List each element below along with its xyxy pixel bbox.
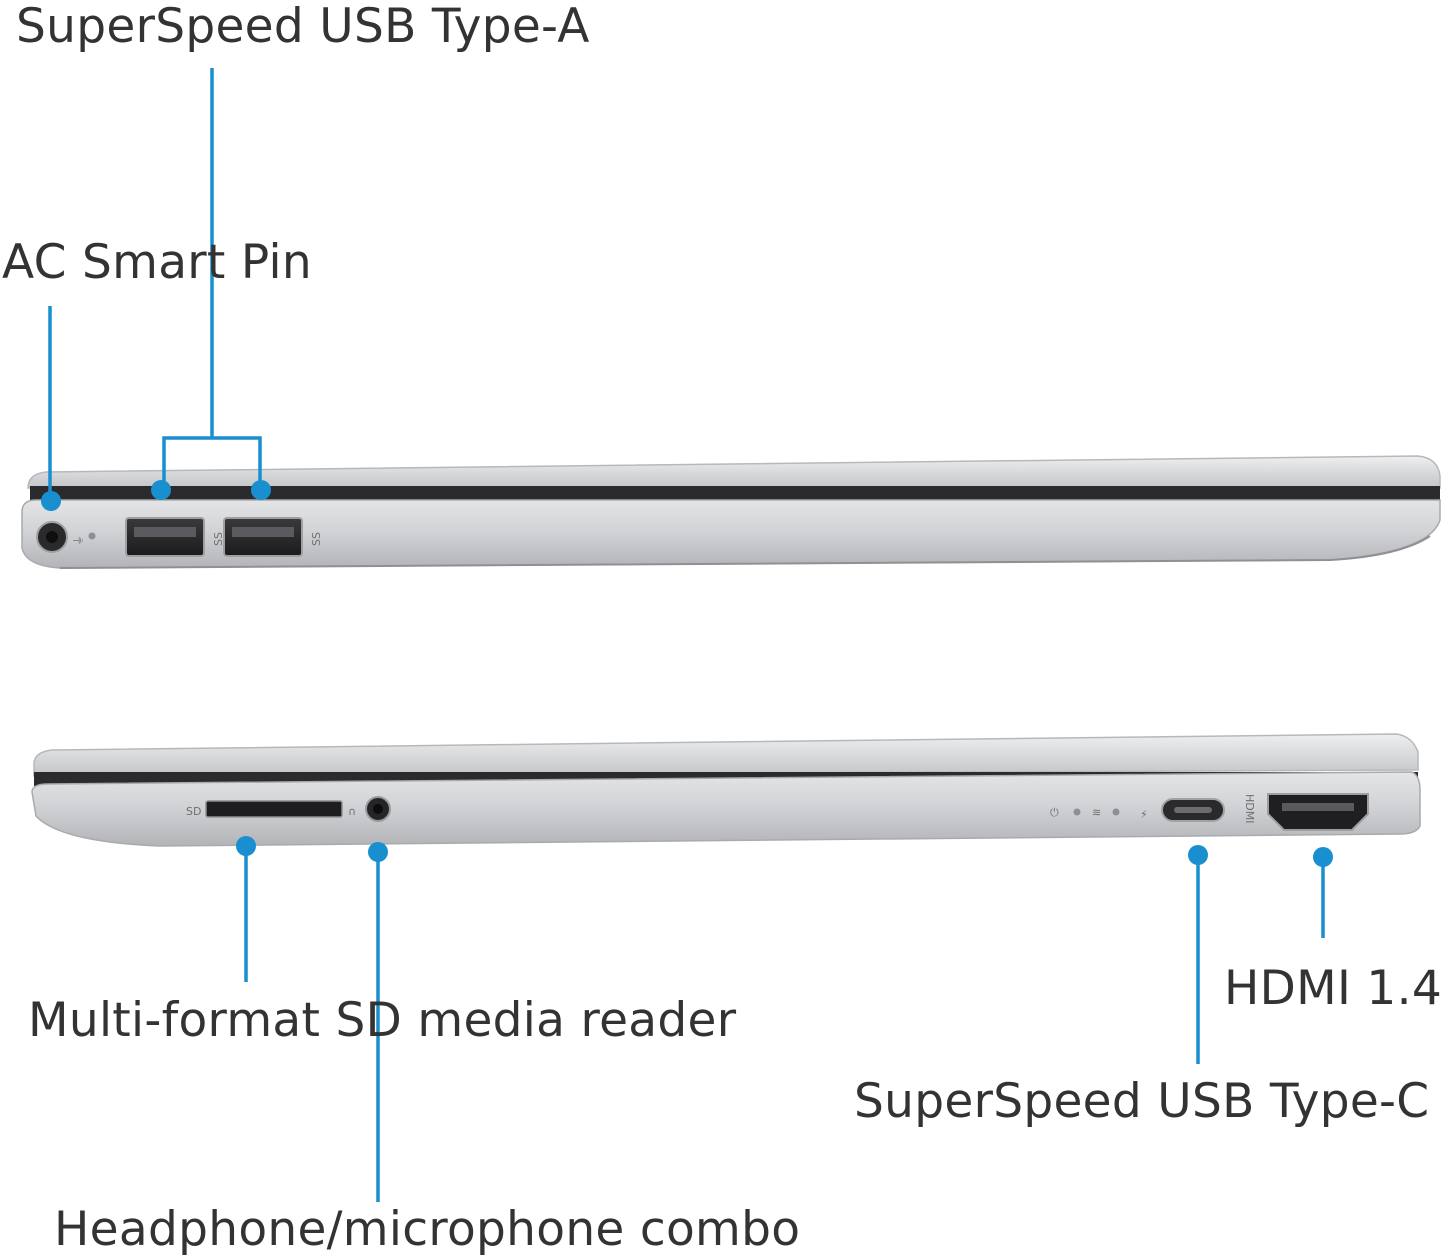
leader-headphone <box>368 842 388 1202</box>
leader-hdmi <box>1313 847 1333 938</box>
svg-text:≋: ≋ <box>1092 806 1101 819</box>
usb-a-2-ss-marking: SS <box>310 532 323 546</box>
laptop-right-base <box>31 771 1421 847</box>
headphone-jack: ∩ <box>348 796 391 822</box>
laptop-left-side: ⏚ SS SS <box>21 455 1441 569</box>
label-usb-c: SuperSpeed USB Type-C <box>854 1074 1429 1129</box>
laptop-right-side: SD ∩ ⏻ ≋ ⚡ HDMI <box>31 733 1421 847</box>
sd-card-slot: SD <box>186 800 343 818</box>
leader-ac-pin <box>41 306 61 511</box>
hdmi-marking: HDMI <box>1243 794 1256 823</box>
leader-sd-reader <box>236 836 256 982</box>
usb-a-port-2: SS <box>223 517 323 557</box>
label-headphone-combo: Headphone/microphone combo <box>54 1202 800 1257</box>
label-ac-smart-pin: AC Smart Pin <box>2 235 312 290</box>
svg-text:⏻: ⏻ <box>1050 806 1059 819</box>
usb-c-port: ⚡ <box>1140 798 1225 822</box>
svg-text:∩: ∩ <box>348 805 356 818</box>
laptop-right-lid <box>33 733 1419 777</box>
status-led-indicators: ⏻ ≋ <box>1050 806 1120 819</box>
label-sd-reader: Multi-format SD media reader <box>28 993 737 1048</box>
label-usb-a: SuperSpeed USB Type-A <box>16 0 590 54</box>
sd-marking: SD <box>186 805 201 818</box>
label-hdmi: HDMI 1.4b <box>1224 961 1445 1016</box>
leader-usb-c <box>1188 845 1208 1064</box>
svg-text:⚡: ⚡ <box>1140 808 1148 821</box>
usb-a-port-1: SS <box>125 517 225 557</box>
hdmi-port: HDMI <box>1243 793 1369 831</box>
leader-usb-a <box>151 68 271 500</box>
laptop-left-lid <box>27 455 1441 489</box>
svg-text:⏚: ⏚ <box>72 535 85 546</box>
laptop-left-seam <box>30 486 1440 500</box>
usb-a-1-ss-marking: SS <box>212 532 225 546</box>
ac-smart-pin-port: ⏚ <box>36 521 96 553</box>
